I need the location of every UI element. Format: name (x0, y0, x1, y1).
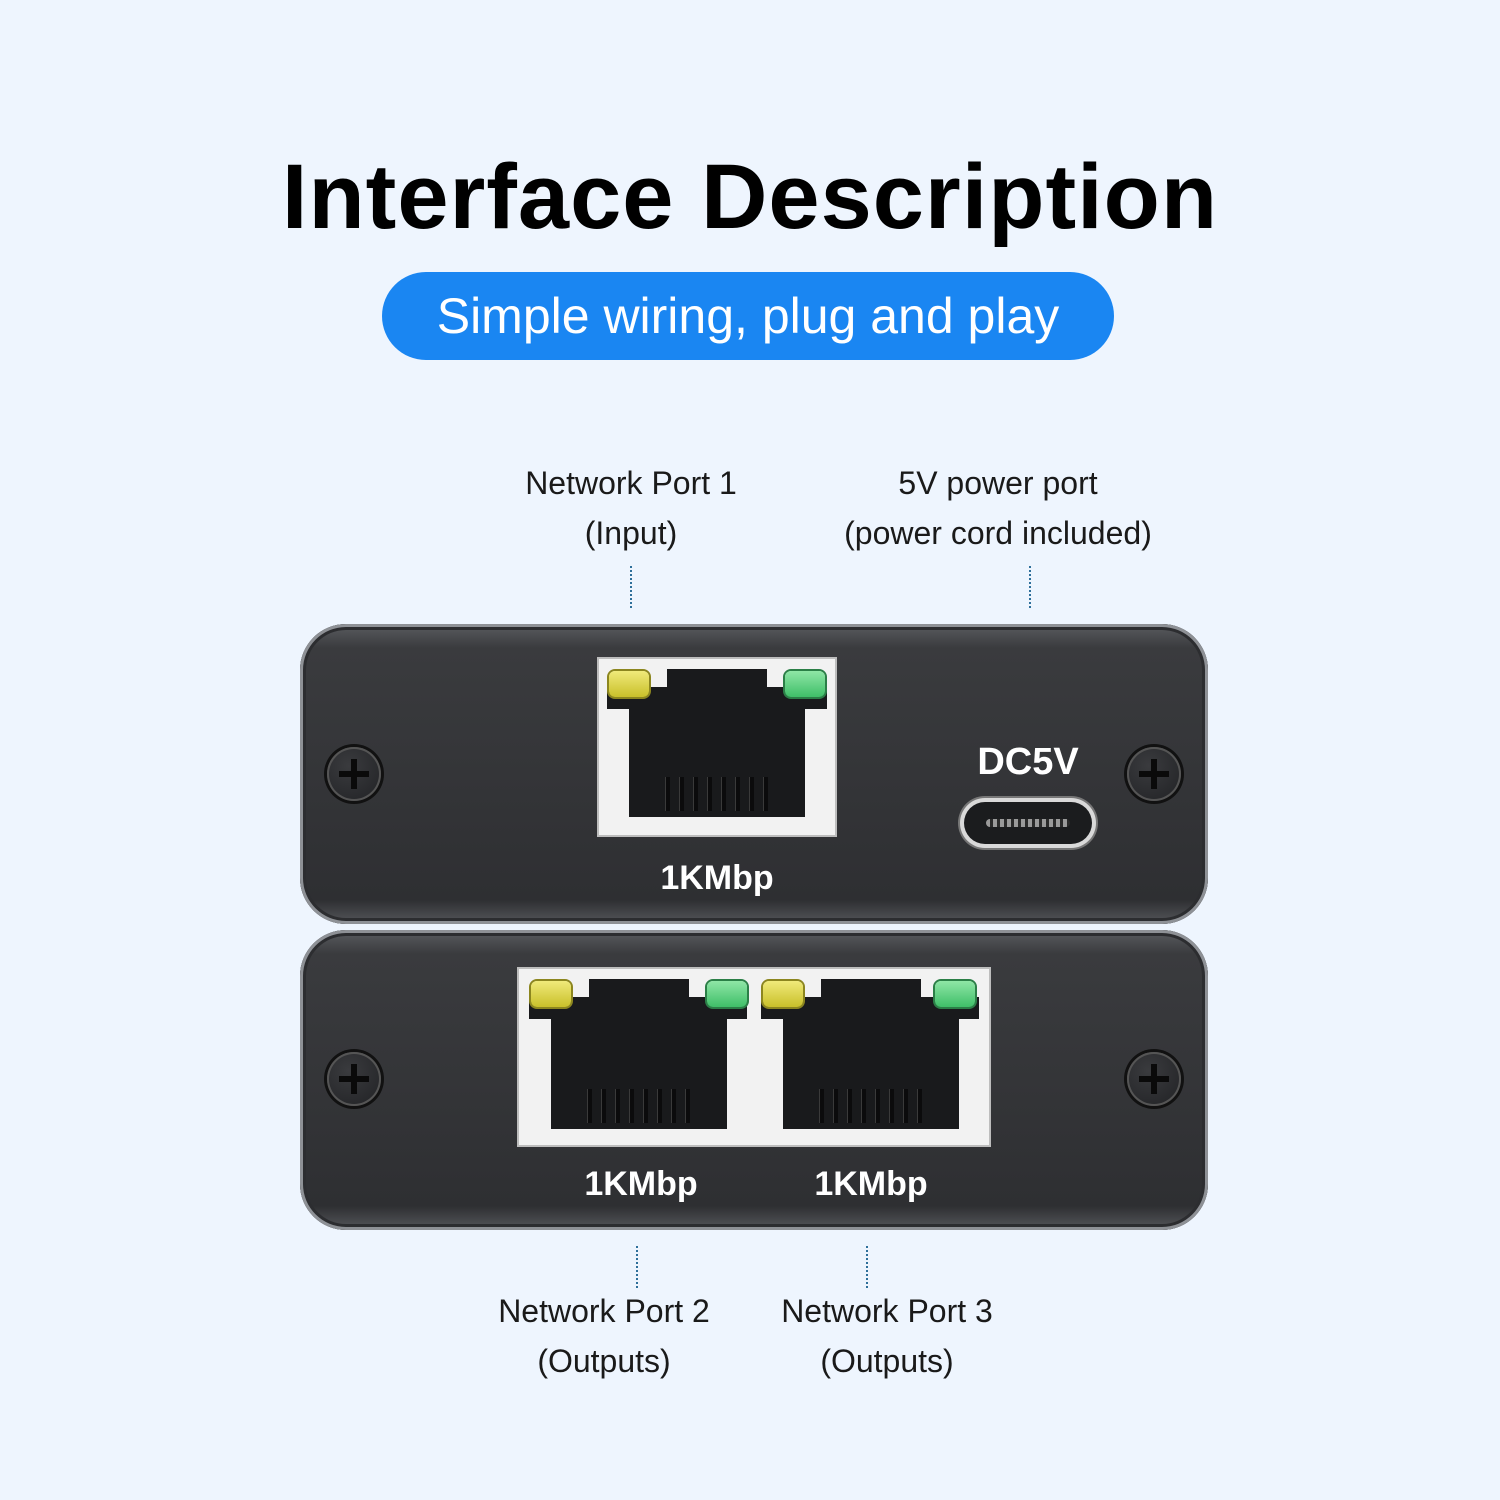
yellow-led-icon (763, 981, 803, 1007)
rj45-pins (587, 1089, 690, 1123)
rj45-pins (819, 1089, 922, 1123)
screw-icon (1127, 747, 1181, 801)
callout-port1-role: (Input) (584, 515, 678, 551)
callout-power-leader (1029, 566, 1031, 608)
rj45-top-recess (529, 997, 747, 1019)
dual-ethernet-block (517, 967, 991, 1147)
rj45-cavity (783, 1017, 959, 1129)
device-top-panel: 1KMbp DC5V (300, 624, 1208, 924)
rj45-cavity (629, 705, 805, 817)
rj45-top-recess (607, 687, 827, 709)
callout-network-port-3: Network Port 3 (Outputs) (756, 1286, 1018, 1386)
usb-c-port-icon (964, 802, 1092, 844)
green-led-icon (785, 671, 825, 697)
callout-port1-name: Network Port 1 (525, 465, 737, 501)
callout-port2-name: Network Port 2 (498, 1293, 710, 1329)
callout-power-port: 5V power port (power cord included) (818, 458, 1178, 558)
green-led-icon (935, 981, 975, 1007)
callout-port1-leader (630, 566, 632, 608)
port3-speed-label: 1KMbp (814, 1165, 928, 1203)
dc5v-label: DC5V (977, 741, 1079, 783)
rj45-top-recess (761, 997, 979, 1019)
callout-port3-leader (866, 1246, 868, 1288)
screw-icon (327, 1052, 381, 1106)
ethernet-port-1 (597, 657, 837, 837)
screw-icon (1127, 1052, 1181, 1106)
yellow-led-icon (609, 671, 649, 697)
green-led-icon (707, 981, 747, 1007)
rj45-pins (665, 777, 768, 811)
callout-power-note: (power cord included) (844, 515, 1152, 551)
callout-power-name: 5V power port (898, 465, 1098, 501)
subtitle-badge: Simple wiring, plug and play (382, 272, 1114, 360)
rj45-cavity (551, 1017, 727, 1129)
callout-network-port-1: Network Port 1 (Input) (490, 458, 772, 558)
device-bottom-panel: 1KMbp 1KMbp (300, 930, 1208, 1230)
port1-speed-label: 1KMbp (660, 859, 774, 897)
page-title: Interface Description (281, 146, 1219, 248)
yellow-led-icon (531, 981, 571, 1007)
callout-port2-role: (Outputs) (537, 1343, 671, 1379)
callout-network-port-2: Network Port 2 (Outputs) (474, 1286, 734, 1386)
port2-speed-label: 1KMbp (584, 1165, 698, 1203)
callout-port2-leader (636, 1246, 638, 1288)
callout-port3-name: Network Port 3 (781, 1293, 993, 1329)
callout-port3-role: (Outputs) (820, 1343, 954, 1379)
screw-icon (327, 747, 381, 801)
